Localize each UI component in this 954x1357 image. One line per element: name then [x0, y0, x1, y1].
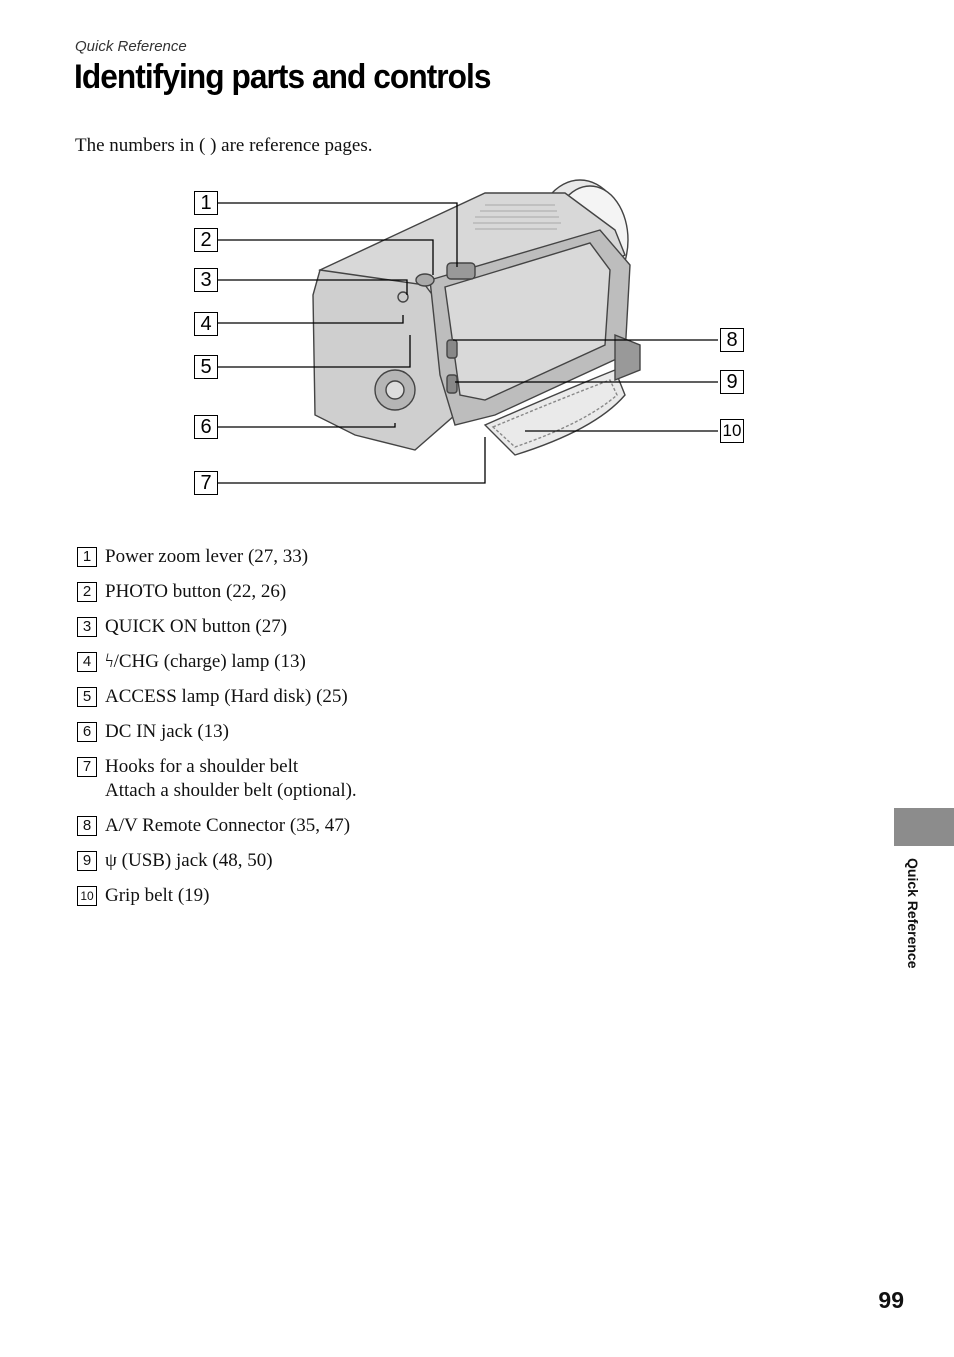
- callout-7: 7: [194, 471, 218, 495]
- legend-number: 8: [77, 816, 97, 836]
- legend-subtext: Attach a shoulder belt (optional).: [105, 780, 357, 801]
- page-number: 99: [878, 1287, 904, 1313]
- parts-legend: 1 Power zoom lever (27, 33) 2 PHOTO button…: [77, 545, 357, 919]
- legend-text: A/V Remote Connector (35, 47): [105, 815, 351, 836]
- camcorder-illustration: [218, 179, 718, 484]
- legend-item: 2 PHOTO button (22, 26): [77, 580, 357, 604]
- legend-text: Hooks for a shoulder belt: [105, 756, 299, 777]
- callout-10: 10: [720, 419, 744, 443]
- legend-text: Power zoom lever (27, 33): [105, 546, 309, 567]
- legend-number: 2: [77, 582, 97, 602]
- legend-number: 4: [77, 652, 97, 672]
- page-title: Identifying parts and controls: [74, 58, 492, 96]
- legend-text: PHOTO button (22, 26): [105, 581, 287, 602]
- legend-number: 10: [77, 886, 97, 906]
- legend-text: ϟ/CHG (charge) lamp (13): [105, 651, 306, 672]
- callout-6: 6: [194, 415, 218, 439]
- legend-number: 1: [77, 547, 97, 567]
- camcorder-diagram: 1 2 3 4 5 6 7 8 9 10: [185, 175, 760, 510]
- intro-text: The numbers in ( ) are reference pages.: [75, 135, 373, 156]
- legend-number: 6: [77, 722, 97, 742]
- legend-number: 3: [77, 617, 97, 637]
- legend-item: 9 ψ (USB) jack (48, 50): [77, 849, 357, 873]
- legend-number: 5: [77, 687, 97, 707]
- callout-9: 9: [720, 370, 744, 394]
- legend-text: QUICK ON button (27): [105, 616, 288, 637]
- legend-number: 7: [77, 757, 97, 777]
- legend-text: DC IN jack (13): [105, 721, 229, 742]
- legend-text: ACCESS lamp (Hard disk) (25): [105, 686, 348, 707]
- legend-item: 5 ACCESS lamp (Hard disk) (25): [77, 685, 357, 709]
- legend-text: Grip belt (19): [105, 885, 210, 906]
- callout-5: 5: [194, 355, 218, 379]
- section-kicker: Quick Reference: [75, 38, 187, 55]
- callout-3: 3: [194, 268, 218, 292]
- side-tab: [894, 808, 954, 846]
- legend-text: ψ (USB) jack (48, 50): [105, 850, 273, 871]
- side-tab-label: Quick Reference: [905, 858, 921, 969]
- legend-item: 8 A/V Remote Connector (35, 47): [77, 814, 357, 838]
- legend-item: 6 DC IN jack (13): [77, 720, 357, 744]
- legend-item: 1 Power zoom lever (27, 33): [77, 545, 357, 569]
- legend-item: 4 ϟ/CHG (charge) lamp (13): [77, 650, 357, 674]
- callout-8: 8: [720, 328, 744, 352]
- callout-2: 2: [194, 228, 218, 252]
- legend-item: 10 Grip belt (19): [77, 884, 357, 908]
- callout-4: 4: [194, 312, 218, 336]
- legend-number: 9: [77, 851, 97, 871]
- callout-1: 1: [194, 191, 218, 215]
- legend-item: 3 QUICK ON button (27): [77, 615, 357, 639]
